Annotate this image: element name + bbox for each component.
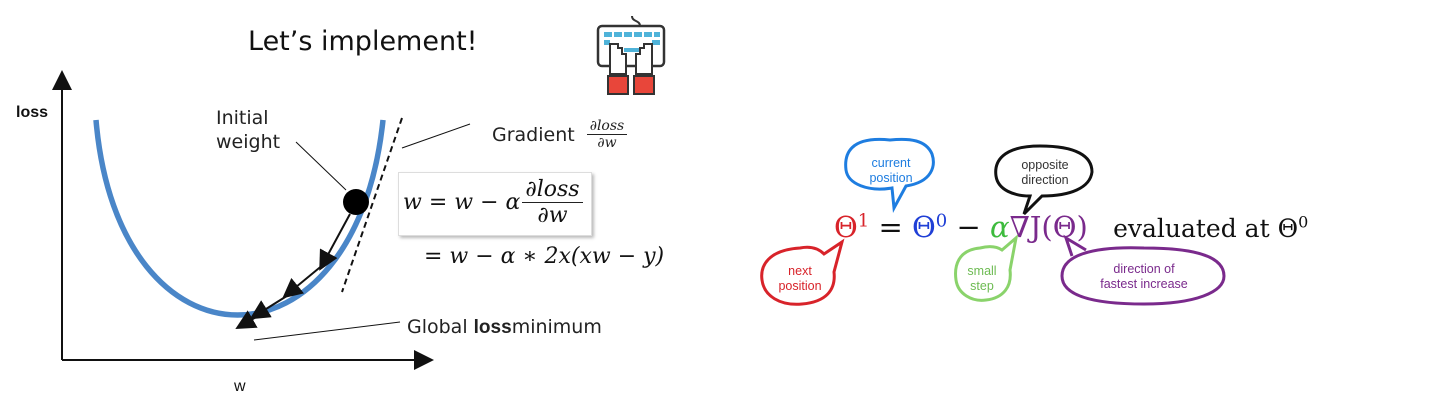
- update-equation-line2: = w − α ∗ 2x(xw − y): [424, 244, 665, 269]
- speech-bubbles: [760, 137, 1226, 306]
- gradient-fraction: ∂loss ∂w: [586, 118, 628, 151]
- bubble-direction-text: direction of fastest increase: [1100, 262, 1188, 291]
- y-axis-label: loss: [16, 104, 49, 121]
- global-minimum-label: Global lossminimum: [407, 316, 602, 338]
- gradient-tangent: [341, 117, 403, 293]
- loss-curve-plot: [52, 70, 471, 370]
- initial-weight-ball: [343, 189, 369, 215]
- bubble-next-text: next position: [778, 264, 822, 293]
- bubble-current-text: current position: [869, 156, 913, 185]
- bubble-small-step: [954, 234, 1019, 302]
- bubble-opposite-direction: [994, 144, 1094, 216]
- gradient-leader: [401, 123, 471, 149]
- bubble-opposite-text: opposite direction: [1021, 158, 1069, 187]
- update-equation-box: w = w − α ∂loss ∂w: [398, 172, 592, 236]
- gradient-term: ∇J(Θ): [1009, 210, 1088, 244]
- alpha-step: α: [989, 210, 1010, 244]
- initial-weight-label: Initial weight: [216, 107, 281, 153]
- x-axis-label: w: [234, 378, 246, 395]
- keyboard-typing-icon: [596, 15, 666, 95]
- slide-title: Let’s implement!: [248, 26, 478, 57]
- bubble-small-text: small step: [967, 264, 997, 293]
- evaluated-at: evaluated at Θ0: [1113, 212, 1309, 243]
- gradient-label: Gradient ∂loss ∂w: [492, 118, 629, 151]
- bubble-direction-fastest: [1060, 234, 1226, 306]
- bubble-current-position: [844, 137, 935, 213]
- global-min-leader: [253, 321, 401, 341]
- theta-current: Θ0: [911, 210, 948, 244]
- bubble-next-position: [760, 238, 845, 306]
- gradient-update-rule: Θ1 = Θ0 − α∇J(Θ) evaluated at Θ0: [834, 210, 1309, 244]
- initial-weight-leader: [295, 141, 347, 191]
- update-fraction: ∂loss ∂w: [522, 177, 583, 229]
- theta-next: Θ1: [834, 210, 870, 244]
